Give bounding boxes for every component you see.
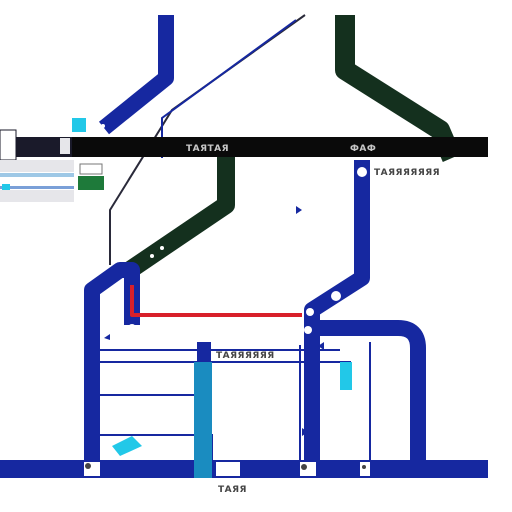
station-marker-icon[interactable] (306, 308, 314, 316)
blue-line-center (304, 160, 370, 460)
bottom-label: ТАЯЯ (218, 485, 247, 495)
middle-label: ТАЯЯЯЯЯЯ (216, 351, 275, 361)
map-labels: ТАЯЯЯЯЯЯЯ ТАЯЯЯЯЯЯ ТАЯЯ (216, 168, 440, 495)
station-marker-icon[interactable] (357, 167, 367, 177)
bar-right-label: ФАФ (350, 144, 376, 154)
station-marker-icon (302, 428, 308, 436)
station-marker-icon (362, 465, 366, 469)
top-bar: ТАЯТАЯ ФАФ (16, 137, 488, 157)
station-marker-icon (85, 463, 91, 469)
station-marker-icon[interactable] (128, 324, 136, 332)
station-marker-icon (301, 464, 307, 470)
station-marker-icon (296, 206, 302, 214)
station-marker-icon (150, 254, 154, 258)
station-markers (85, 124, 367, 470)
left-panel (0, 118, 104, 202)
blue-line-top-left (98, 15, 174, 135)
bottom-bar (0, 460, 488, 478)
station-marker-icon[interactable] (331, 291, 341, 301)
red-line (130, 285, 302, 317)
station-marker-icon (318, 342, 324, 350)
dark-green-line-middle (124, 152, 235, 278)
station-marker-icon[interactable] (304, 326, 312, 334)
station-marker-icon (92, 364, 100, 370)
station-marker-icon (160, 246, 164, 250)
dark-green-line-top-right (335, 15, 462, 162)
bar-center-label: ТАЯТАЯ (186, 144, 229, 154)
station-marker-icon (104, 334, 110, 340)
right-side-label: ТАЯЯЯЯЯЯЯ (374, 168, 440, 178)
accent-shapes (112, 362, 352, 478)
station-marker-icon (101, 124, 105, 128)
